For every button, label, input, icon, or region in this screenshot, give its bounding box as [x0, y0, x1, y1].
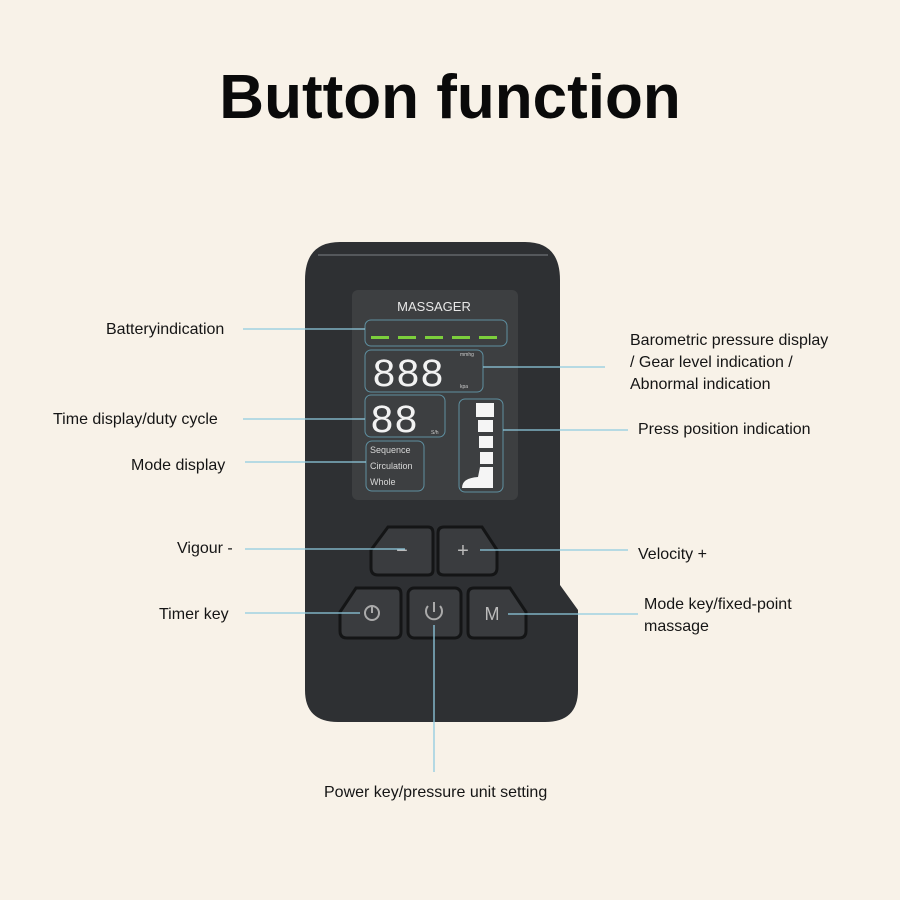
time-digits: 88	[370, 400, 418, 445]
leg-position-icon	[462, 403, 494, 488]
brand-text: MASSAGER	[397, 299, 471, 314]
plus-icon: +	[457, 540, 469, 562]
mode-option: Whole	[370, 477, 396, 487]
label-pressure-line: Barometric pressure display	[630, 332, 829, 349]
minus-icon: −	[396, 540, 408, 562]
label-pressure: Barometric pressure display / Gear level…	[630, 330, 828, 396]
label-vigour: Vigour -	[177, 540, 233, 557]
svg-text:mmhg: mmhg	[460, 352, 474, 358]
label-mode-key-line: Mode key/fixed-point	[644, 596, 792, 613]
minus-button[interactable]	[369, 525, 435, 577]
label-mode-key: Mode key/fixed-point massage	[644, 594, 792, 638]
svg-text:S/h: S/h	[431, 430, 439, 436]
mode-button[interactable]	[466, 586, 528, 640]
label-velocity: Velocity +	[638, 546, 707, 563]
leader-lines	[243, 328, 638, 772]
battery-bar	[425, 336, 443, 339]
label-timer: Timer key	[159, 606, 229, 623]
mode-key-letter: M	[485, 604, 500, 624]
mode-option: Circulation	[370, 461, 413, 471]
label-mode-key-line: massage	[644, 618, 709, 635]
label-pressure-line: Abnormal indication	[630, 376, 771, 393]
timer-button[interactable]	[338, 586, 403, 640]
battery-bar	[479, 336, 497, 339]
battery-bar	[452, 336, 470, 339]
label-pressure-line: / Gear level indication /	[630, 354, 793, 371]
plus-button[interactable]	[436, 525, 499, 577]
svg-text:kpa: kpa	[460, 384, 468, 390]
page-title: Button function	[219, 63, 681, 132]
label-power: Power key/pressure unit setting	[324, 784, 548, 801]
label-mode-display: Mode display	[131, 457, 226, 474]
battery-indicator	[371, 336, 497, 339]
label-time: Time display/duty cycle	[53, 411, 218, 428]
pressure-digits: 888	[372, 354, 444, 399]
battery-bar	[371, 336, 389, 339]
label-battery: Batteryindication	[106, 321, 225, 338]
mode-option: Sequence	[370, 445, 411, 455]
label-press-position: Press position indication	[638, 421, 811, 438]
power-icon	[425, 602, 443, 621]
battery-bar	[398, 336, 416, 339]
